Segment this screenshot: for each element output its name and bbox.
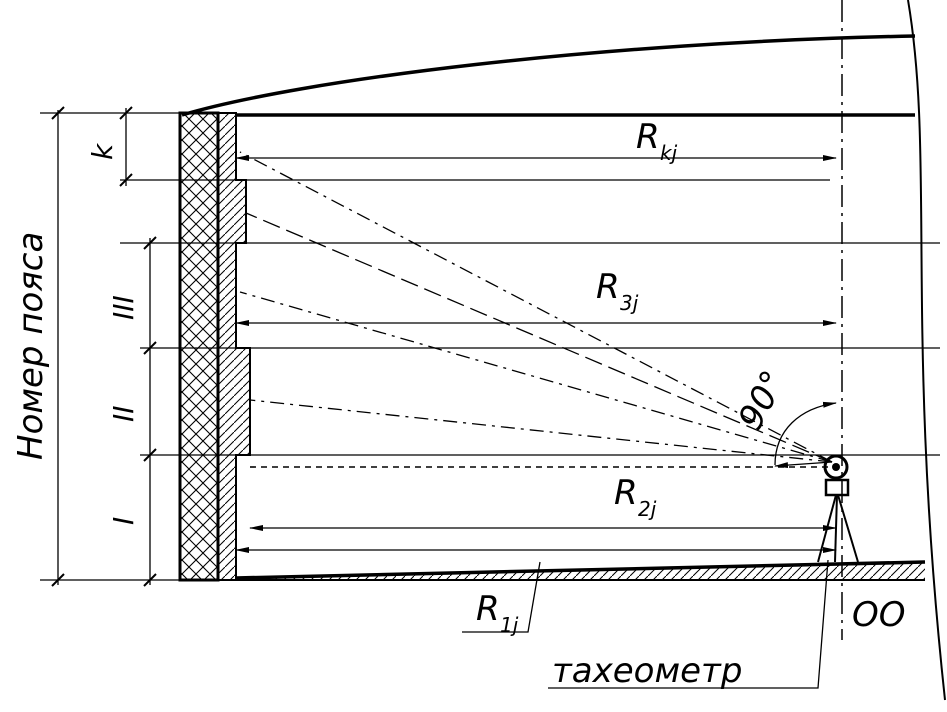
axis-label: OO — [852, 595, 906, 635]
svg-text:3j: 3j — [620, 291, 639, 315]
tier-dimensions — [51, 106, 157, 587]
tier-2-label: II — [107, 405, 140, 422]
belt-lines — [40, 112, 940, 581]
radius-3-label: R 3j — [596, 267, 639, 315]
tank-floor — [235, 560, 926, 581]
belt-number-label: Номер пояса — [11, 232, 51, 460]
svg-text:R: R — [636, 117, 660, 157]
break-line — [907, 0, 946, 701]
radius-1-label: R 1j — [476, 589, 519, 637]
radius-2-label: R 2j — [614, 473, 657, 521]
tier-1-label: I — [107, 517, 140, 525]
tank-wall — [178, 111, 251, 582]
leader-lines — [462, 559, 829, 689]
svg-text:R: R — [596, 267, 620, 307]
svg-text:R: R — [614, 473, 638, 513]
angle-ray — [774, 461, 833, 469]
angle-label: 90° — [731, 364, 795, 436]
angle-arc — [774, 401, 837, 466]
radius-k-label: R kj — [636, 117, 678, 165]
instrument-label: тахеометр — [552, 651, 742, 691]
total-station-icon — [817, 454, 859, 563]
roof-line — [181, 34, 916, 117]
svg-text:1j: 1j — [500, 613, 519, 637]
tier-3-label: III — [107, 295, 140, 320]
tier-k-label: k — [86, 142, 119, 160]
dimension-arrows — [235, 155, 837, 553]
svg-text:R: R — [476, 589, 500, 629]
svg-text:2j: 2j — [638, 497, 657, 521]
svg-text:kj: kj — [660, 141, 678, 165]
